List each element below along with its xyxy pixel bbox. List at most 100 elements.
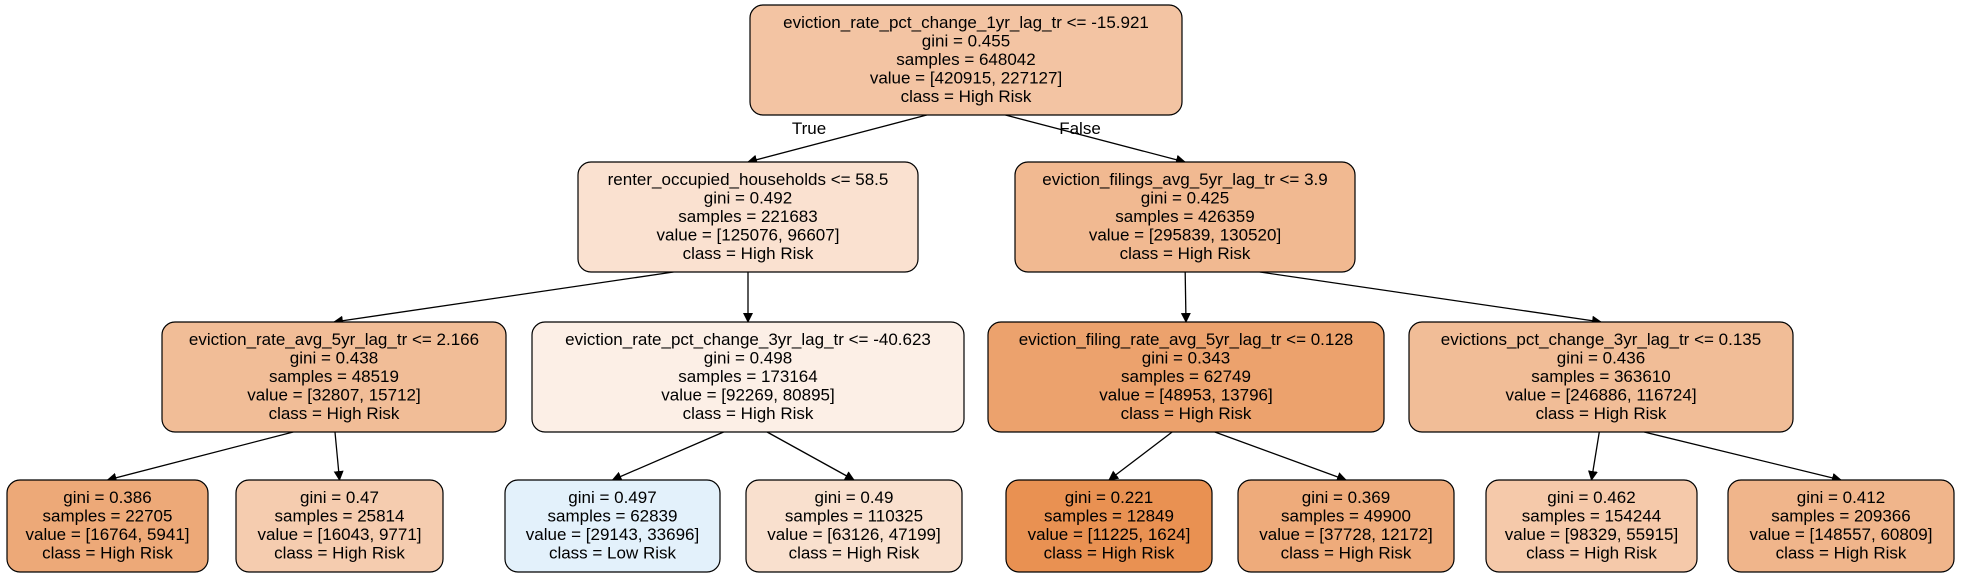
node-box [1727,479,1955,573]
node-line: samples = 426359 [1115,207,1254,226]
node-line: samples = 62749 [1121,367,1251,386]
node-line: value = [148557, 60809] [1750,525,1933,544]
node-line: class = High Risk [1281,544,1412,563]
node-line: samples = 25814 [275,507,405,526]
node-line: value = [98329, 55915] [1505,525,1678,544]
node-box [504,479,721,573]
node-line: class = High Risk [683,404,814,423]
node-line: value = [16764, 5941] [26,525,190,544]
tree-edge-n0-n2 [1005,114,1186,165]
node-line: value = [420915, 227127] [870,68,1062,87]
node-box [1014,161,1356,273]
node-line: gini = 0.436 [1557,348,1645,367]
node-box [1485,479,1698,573]
node-box [6,479,209,573]
node-line: gini = 0.49 [815,488,894,507]
node-line: class = High Risk [1776,544,1907,563]
node-line: samples = 363610 [1531,367,1670,386]
edges-layer: True False [106,114,1842,483]
node-line: class = High Risk [1121,404,1252,423]
tree-edge-n0-n1 [747,114,927,165]
node-line: samples = 648042 [896,50,1035,69]
node-line: gini = 0.425 [1141,188,1229,207]
node-line: value = [295839, 130520] [1089,225,1281,244]
node-line: eviction_rate_avg_5yr_lag_tr <= 2.166 [189,330,479,349]
tree-edge-n6-n13 [1588,431,1600,481]
tree-node-n3: eviction_rate_avg_5yr_lag_tr <= 2.166gin… [161,321,507,433]
node-box [749,4,1183,116]
node-line: gini = 0.386 [63,488,151,507]
node-line: value = [63126, 47199] [767,525,940,544]
node-line: samples = 173164 [678,367,817,386]
tree-edge-n2-n6 [1259,271,1602,326]
node-line: samples = 110325 [785,507,923,526]
tree-edge-n3-n7 [106,431,294,483]
node-box [1408,321,1794,433]
node-line: class = High Risk [1526,544,1657,563]
edge-label-true: True [792,119,826,138]
node-line: samples = 209366 [1771,507,1910,526]
node-line: class = Low Risk [549,544,677,563]
tree-node-n4: eviction_rate_pct_change_3yr_lag_tr <= -… [531,321,965,433]
node-line: value = [29143, 33696] [526,525,699,544]
node-line: value = [246886, 116724] [1505,385,1696,404]
node-line: class = High Risk [42,544,173,563]
node-line: gini = 0.455 [922,31,1010,50]
node-line: value = [32807, 15712] [247,385,420,404]
node-line: gini = 0.221 [1065,488,1153,507]
node-line: gini = 0.438 [290,348,378,367]
tree-edge-n1-n3 [333,271,674,326]
node-box [987,321,1385,433]
node-line: class = High Risk [1044,544,1175,563]
node-line: eviction_filings_avg_5yr_lag_tr <= 3.9 [1042,170,1327,189]
node-line: eviction_rate_pct_change_1yr_lag_tr <= -… [783,13,1149,32]
node-line: value = [48953, 13796] [1099,385,1272,404]
node-line: class = High Risk [1536,404,1667,423]
edge-label-false: False [1059,119,1101,138]
tree-node-n0: eviction_rate_pct_change_1yr_lag_tr <= -… [749,4,1183,116]
node-line: class = High Risk [683,244,814,263]
node-box [745,479,963,573]
node-line: gini = 0.343 [1142,348,1230,367]
node-line: gini = 0.369 [1302,488,1390,507]
node-box [577,161,919,273]
node-line: renter_occupied_households <= 58.5 [608,170,889,189]
node-line: class = High Risk [274,544,405,563]
node-line: class = High Risk [269,404,400,423]
node-line: samples = 154244 [1522,507,1661,526]
node-line: gini = 0.412 [1797,488,1885,507]
node-box [235,479,444,573]
node-line: samples = 221683 [678,207,817,226]
node-line: samples = 12849 [1044,507,1174,526]
node-line: gini = 0.497 [568,488,656,507]
node-line: samples = 62839 [548,507,678,526]
tree-node-n2: eviction_filings_avg_5yr_lag_tr <= 3.9gi… [1014,161,1356,273]
node-box [531,321,965,433]
node-line: samples = 49900 [1281,507,1411,526]
node-line: class = High Risk [901,87,1032,106]
tree-edge-n3-n8 [333,431,344,481]
node-line: value = [16043, 9771] [258,525,422,544]
node-line: samples = 22705 [43,507,173,526]
node-line: value = [11225, 1624] [1028,525,1191,544]
node-line: samples = 48519 [269,367,399,386]
node-line: eviction_rate_pct_change_3yr_lag_tr <= -… [565,330,931,349]
tree-node-n6: evictions_pct_change_3yr_lag_tr <= 0.135… [1408,321,1794,433]
node-line: class = High Risk [789,544,920,563]
node-line: gini = 0.492 [704,188,792,207]
node-box [161,321,507,433]
node-box [1237,479,1455,573]
node-line: eviction_filing_rate_avg_5yr_lag_tr <= 0… [1019,330,1354,349]
node-line: value = [125076, 96607] [657,225,840,244]
node-line: value = [92269, 80895] [661,385,834,404]
node-line: value = [37728, 12172] [1259,525,1432,544]
